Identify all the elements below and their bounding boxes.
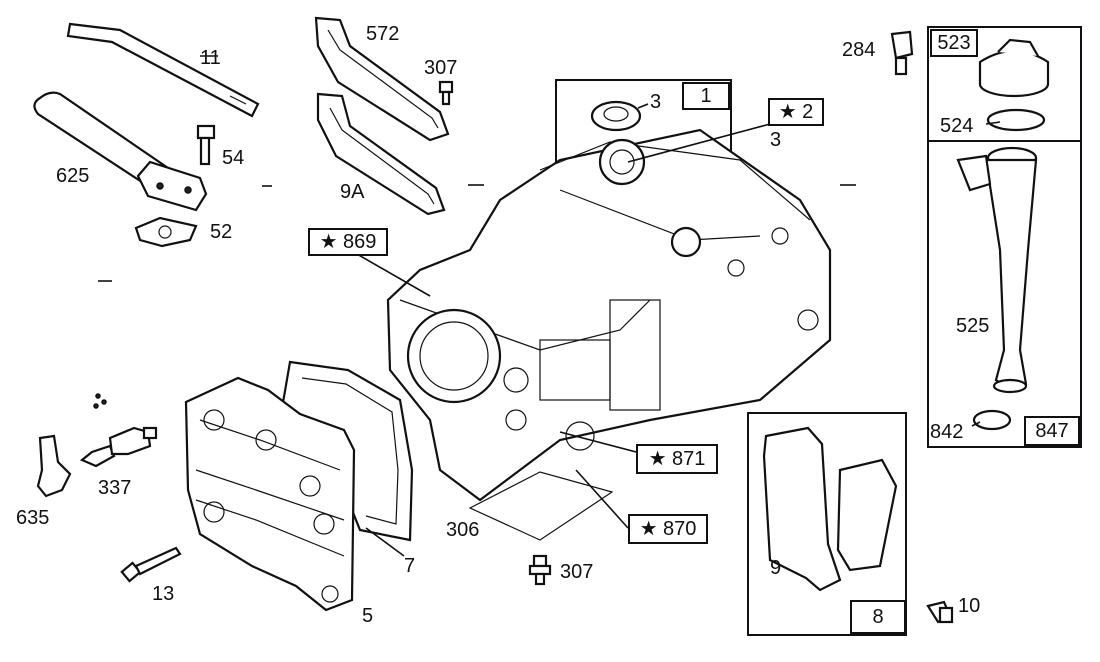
leader-7 — [365, 527, 405, 557]
leader-842 — [971, 421, 981, 427]
label-625: 625 — [56, 165, 90, 187]
leader-3a — [637, 103, 649, 109]
bolt-10-part — [926, 600, 954, 624]
breather-tube-part — [33, 91, 208, 212]
breather-gasket-9A-part — [316, 92, 446, 216]
label-572: 572 — [366, 23, 400, 45]
dipstick-tube-part — [66, 22, 260, 118]
label-7: 7 — [404, 555, 416, 577]
label-box-2: ★ 2 — [768, 98, 824, 126]
label-54: 54 — [222, 147, 245, 169]
bolt-13-part — [120, 546, 182, 583]
leader-2 — [627, 123, 771, 163]
cap-284-part — [890, 30, 914, 76]
label-284: 284 — [842, 39, 876, 61]
breather-gasket-572-part — [314, 16, 450, 142]
label-3-kit: 3 — [770, 129, 782, 151]
label-box-869: ★ 869 — [308, 228, 388, 256]
label-337: 337 — [98, 477, 132, 499]
label-306: 306 — [446, 519, 480, 541]
label-11: 11 — [200, 47, 221, 69]
label-307-top: 307 — [424, 57, 458, 79]
leader-524 — [985, 121, 1001, 125]
gasket-306-part — [468, 471, 614, 541]
bolt-54-part — [196, 124, 216, 166]
gasket-52-part — [134, 216, 198, 248]
label-box-847: 847 — [1024, 416, 1080, 446]
label-box-8: 8 — [850, 600, 906, 634]
oil-seal-3-part — [590, 100, 642, 132]
crankcase-block-part — [386, 128, 832, 502]
leader-869 — [349, 249, 431, 297]
leader-871 — [559, 431, 637, 453]
cylinder-head-5-part — [184, 376, 356, 612]
label-box-1: 1 — [682, 82, 730, 110]
frame-oil-fill-group — [927, 26, 1082, 448]
oil-fill-tube-525-part — [956, 146, 1038, 394]
label-842: 842 — [930, 421, 964, 443]
label-9: 9 — [770, 557, 782, 579]
screw-307-bottom-part — [528, 554, 552, 586]
frame-group-8 — [747, 412, 907, 636]
label-13: 13 — [152, 583, 175, 605]
label-box-523: 523 — [930, 29, 978, 57]
label-5: 5 — [362, 605, 374, 627]
screw-307-top-part — [438, 80, 454, 106]
label-box-870: ★ 870 — [628, 514, 708, 544]
label-524: 524 — [940, 115, 974, 137]
label-box-871: ★ 871 — [636, 444, 718, 474]
label-52: 52 — [210, 221, 233, 243]
label-3-seal: 3 — [650, 91, 662, 113]
spark-plug-337-part — [79, 426, 158, 468]
label-9A: 9A — [340, 181, 365, 203]
label-307-bottom: 307 — [560, 561, 594, 583]
breather-gasket-9-part — [762, 426, 842, 592]
o-ring-524-part — [986, 108, 1046, 132]
leader-870 — [575, 469, 629, 529]
spark-plug-boot-635-part — [36, 434, 72, 498]
label-525: 525 — [956, 315, 990, 337]
o-ring-842-part — [972, 409, 1012, 431]
oil-fill-cap-523-part — [978, 38, 1050, 98]
label-635: 635 — [16, 507, 50, 529]
label-10: 10 — [958, 595, 981, 617]
spark-plug-dots — [93, 393, 107, 409]
breather-cover-part — [836, 458, 898, 572]
